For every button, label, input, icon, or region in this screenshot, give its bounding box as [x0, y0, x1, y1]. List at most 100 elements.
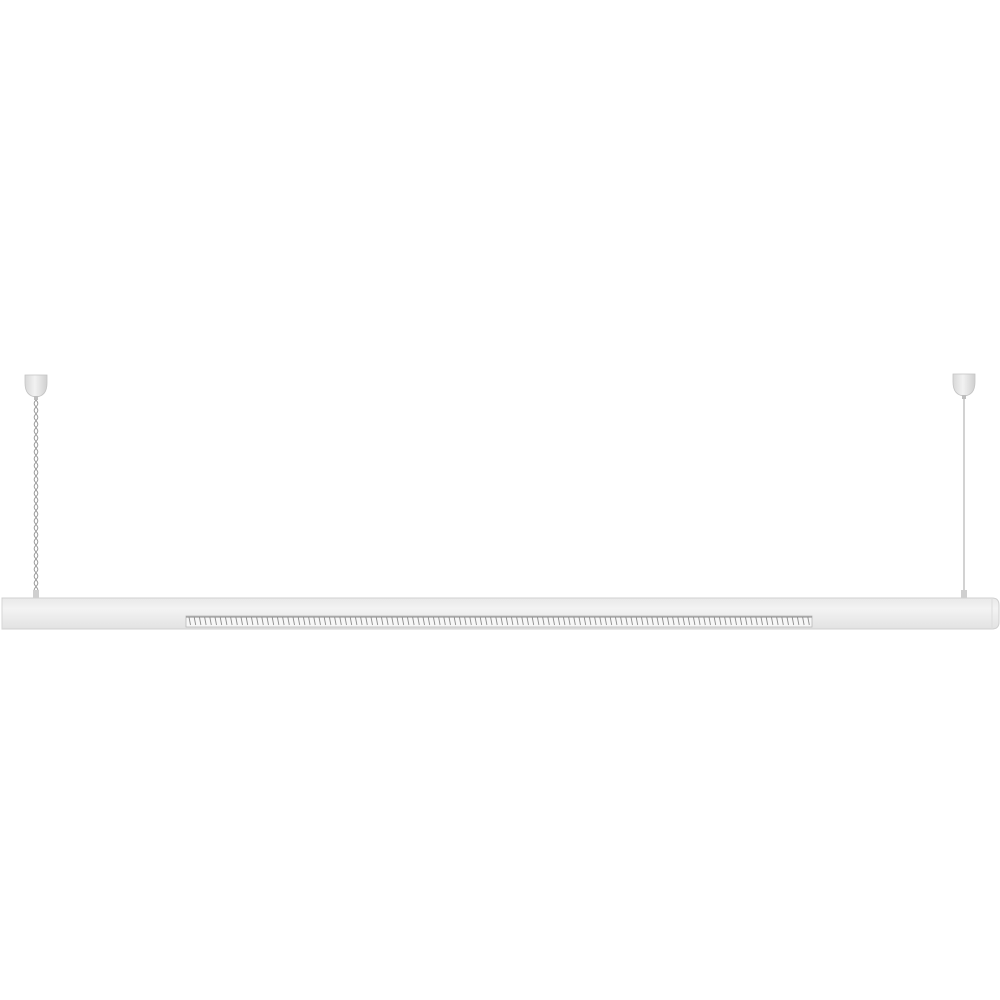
louver-blade — [245, 616, 249, 626]
louver-blade — [214, 616, 217, 626]
louver-blade — [209, 616, 212, 626]
louver-blade — [625, 616, 628, 626]
louver-blade — [510, 616, 514, 626]
louver-blade — [224, 616, 228, 626]
louver-blade — [630, 616, 633, 626]
louver-blade — [339, 616, 342, 626]
louver-blade — [308, 616, 311, 626]
louver-blade — [750, 616, 753, 626]
louver-blade — [292, 616, 295, 626]
left-ceiling-canopy — [24, 374, 48, 400]
louver-blade — [448, 616, 451, 626]
louver-blade — [219, 616, 223, 626]
louver-blade — [406, 616, 410, 626]
louver-blade — [542, 616, 545, 626]
louver-blade — [718, 616, 722, 626]
right-cable-gripper — [961, 590, 967, 599]
louver-blade — [432, 616, 436, 626]
louver-blade — [781, 616, 784, 626]
louver-blade — [755, 616, 758, 626]
louver-blade — [230, 616, 233, 626]
louver-blade — [417, 616, 420, 626]
louver-blade — [724, 616, 727, 626]
louver-blade — [302, 616, 306, 626]
louver-blade — [682, 616, 685, 626]
louver-blade — [646, 616, 649, 626]
louver-blade — [375, 616, 379, 626]
louver-blade — [204, 616, 207, 626]
louver-blade — [666, 616, 670, 626]
louver-blade — [703, 616, 706, 626]
louver-blade — [796, 616, 800, 626]
louver-blade — [469, 616, 472, 626]
louver-blade — [250, 616, 254, 626]
louver-blade — [323, 616, 327, 626]
louver-blade — [484, 616, 488, 626]
louver-blade — [547, 616, 550, 626]
louver-blade — [765, 616, 769, 626]
cable-strand — [33, 399, 39, 593]
louver-blade — [318, 616, 321, 626]
louver-blade — [562, 616, 566, 626]
louver-blade — [282, 616, 285, 626]
louver-blade — [739, 616, 743, 626]
louver-blade — [578, 616, 581, 626]
louver-blade — [386, 616, 389, 626]
louver-blade — [490, 616, 493, 626]
louver-blade — [776, 616, 779, 626]
louver-blade — [479, 616, 483, 626]
louver-blade — [401, 616, 405, 626]
louver-blade — [568, 616, 571, 626]
louver-blade — [193, 616, 197, 626]
left-cable-gripper — [33, 590, 39, 599]
louver-blade — [391, 616, 394, 626]
louver-blade — [261, 616, 264, 626]
louver-blade — [500, 616, 503, 626]
louver-blade — [744, 616, 748, 626]
louver-blade — [531, 616, 535, 626]
louver-blade — [427, 616, 431, 626]
louver-blade — [453, 616, 457, 626]
louver-blade — [640, 616, 644, 626]
louver-blade — [609, 616, 613, 626]
louver-blade — [672, 616, 675, 626]
louver-blade — [656, 616, 659, 626]
louver-blade — [573, 616, 576, 626]
louver-blade — [770, 616, 774, 626]
louver-blade — [271, 616, 275, 626]
louver-blade — [256, 616, 259, 626]
louver-blade — [687, 616, 691, 626]
right-ceiling-canopy — [952, 373, 976, 399]
louver-blade — [791, 616, 795, 626]
louver-blade — [443, 616, 446, 626]
louver-blade — [412, 616, 415, 626]
louver-blade — [266, 616, 269, 626]
louver-blade — [604, 616, 607, 626]
louver-blade — [276, 616, 280, 626]
louver-blade — [328, 616, 332, 626]
louver-blade — [614, 616, 618, 626]
louver-blade — [557, 616, 561, 626]
louver-blade — [422, 616, 425, 626]
louver-blade — [651, 616, 654, 626]
louver-blade — [235, 616, 238, 626]
louver-blade — [635, 616, 639, 626]
louver-blade — [526, 616, 529, 626]
louver-blade — [692, 616, 696, 626]
louver-blade — [188, 616, 191, 626]
louver-blade — [802, 616, 805, 626]
louver-blade — [552, 616, 555, 626]
louver-blade — [438, 616, 441, 626]
cable-strand — [33, 399, 39, 593]
louver-blade — [588, 616, 592, 626]
louver-blade — [365, 616, 368, 626]
louver-blade — [521, 616, 524, 626]
louver-blade — [198, 616, 202, 626]
louver-blade — [505, 616, 509, 626]
louver-blade — [313, 616, 316, 626]
louver-blade — [240, 616, 243, 626]
louver-blade — [594, 616, 597, 626]
louver-diffuser — [185, 615, 813, 628]
